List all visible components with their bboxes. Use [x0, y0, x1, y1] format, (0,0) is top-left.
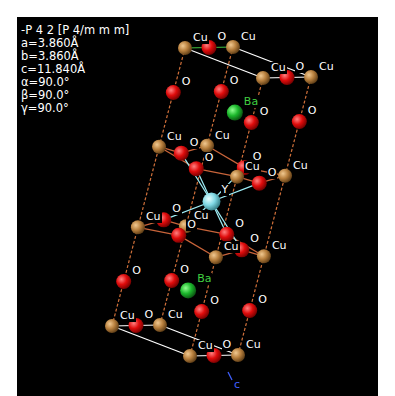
- cell-parameter: a=3.860Å: [20, 37, 79, 50]
- atom-label: O: [131, 265, 142, 277]
- atom-label: O: [267, 167, 278, 179]
- atom-label: O: [179, 264, 190, 276]
- atom-label: Cu: [240, 31, 257, 43]
- atom-sphere: [166, 85, 181, 100]
- atom-sphere: [242, 303, 257, 318]
- atom-sphere: [200, 139, 214, 153]
- atom-label: O: [307, 105, 318, 117]
- atom-label: O: [217, 31, 228, 43]
- atom-sphere: [194, 304, 209, 319]
- atom-label: Cu: [214, 130, 231, 142]
- atom-label: O: [222, 339, 233, 351]
- atom-label: Cu: [145, 211, 162, 223]
- atom-sphere: [304, 70, 318, 84]
- atom-sphere: [189, 161, 204, 176]
- bond-line: [233, 47, 311, 77]
- bond-line: [190, 78, 263, 356]
- atom-label: O: [144, 309, 155, 321]
- atom-sphere: [278, 169, 292, 183]
- atom-label: O: [204, 152, 215, 164]
- atom-sphere: [226, 40, 240, 54]
- atom-label: Y: [221, 184, 230, 196]
- atom-sphere: [153, 318, 167, 332]
- bond-line: [160, 325, 238, 355]
- atom-label: O: [234, 218, 245, 230]
- atom-label: Cu: [197, 340, 214, 352]
- atom-label: Cu: [245, 339, 262, 351]
- atom-sphere: [180, 282, 196, 298]
- atom-label: O: [257, 294, 268, 306]
- atom-label: O: [209, 295, 220, 307]
- atom-label: Cu: [270, 62, 287, 74]
- atom-label: O: [186, 219, 197, 231]
- axis-label: c: [233, 379, 241, 391]
- atom-sphere: [131, 220, 145, 234]
- axis-line: [228, 372, 232, 380]
- atom-label: Cu: [318, 61, 335, 73]
- atom-sphere: [105, 319, 119, 333]
- atom-sphere: [292, 114, 307, 129]
- bond-line: [185, 48, 263, 78]
- atom-sphere: [244, 115, 259, 130]
- bond-line: [238, 77, 311, 355]
- atom-label: O: [189, 137, 200, 149]
- atom-label: O: [181, 76, 192, 88]
- cell-parameter: β=90.0°: [20, 89, 70, 102]
- atom-sphere: [164, 273, 179, 288]
- cell-parameter: -P 4 2 [P 4/m m m]: [20, 24, 130, 37]
- atom-sphere: [230, 170, 244, 184]
- atom-sphere: [152, 140, 166, 154]
- cell-parameter: b=3.860Å: [20, 50, 80, 63]
- bond-line: [112, 326, 190, 356]
- atom-sphere: [178, 41, 192, 55]
- atom-label: Cu: [119, 310, 136, 322]
- atom-label: O: [229, 75, 240, 87]
- atom-label: O: [252, 151, 263, 163]
- atom-label: O: [171, 203, 182, 215]
- atom-label: Cu: [167, 309, 184, 321]
- atom-sphere: [171, 228, 186, 243]
- atom-sphere: [183, 349, 197, 363]
- atom-sphere: [252, 176, 267, 191]
- atom-sphere: [231, 348, 245, 362]
- atom-sphere: [214, 84, 229, 99]
- atom-sphere: [203, 193, 221, 211]
- atom-label: O: [259, 106, 270, 118]
- cell-parameter: γ=90.0°: [20, 102, 70, 115]
- atom-label: Ba: [243, 96, 259, 108]
- atom-label: Cu: [166, 131, 183, 143]
- cell-parameter: c=11.840Å: [20, 63, 86, 76]
- atom-sphere: [256, 71, 270, 85]
- atom-sphere: [174, 146, 189, 161]
- atom-label: O: [295, 61, 306, 73]
- atom-sphere: [227, 105, 243, 121]
- atom-sphere: [116, 274, 131, 289]
- atom-sphere: [257, 249, 271, 263]
- atom-sphere: [209, 250, 223, 264]
- atom-label: Cu: [271, 240, 288, 252]
- atom-label: Cu: [192, 32, 209, 44]
- background: [17, 17, 378, 396]
- bond-line: [160, 47, 233, 325]
- atom-label: Ba: [196, 273, 212, 285]
- atom-label: O: [249, 233, 260, 245]
- atom-label: Cu: [292, 160, 309, 172]
- atom-label: Cu: [223, 241, 240, 253]
- atom-sphere: [219, 227, 234, 242]
- bond-line: [112, 48, 185, 326]
- cell-parameter: α=90.0°: [20, 76, 71, 89]
